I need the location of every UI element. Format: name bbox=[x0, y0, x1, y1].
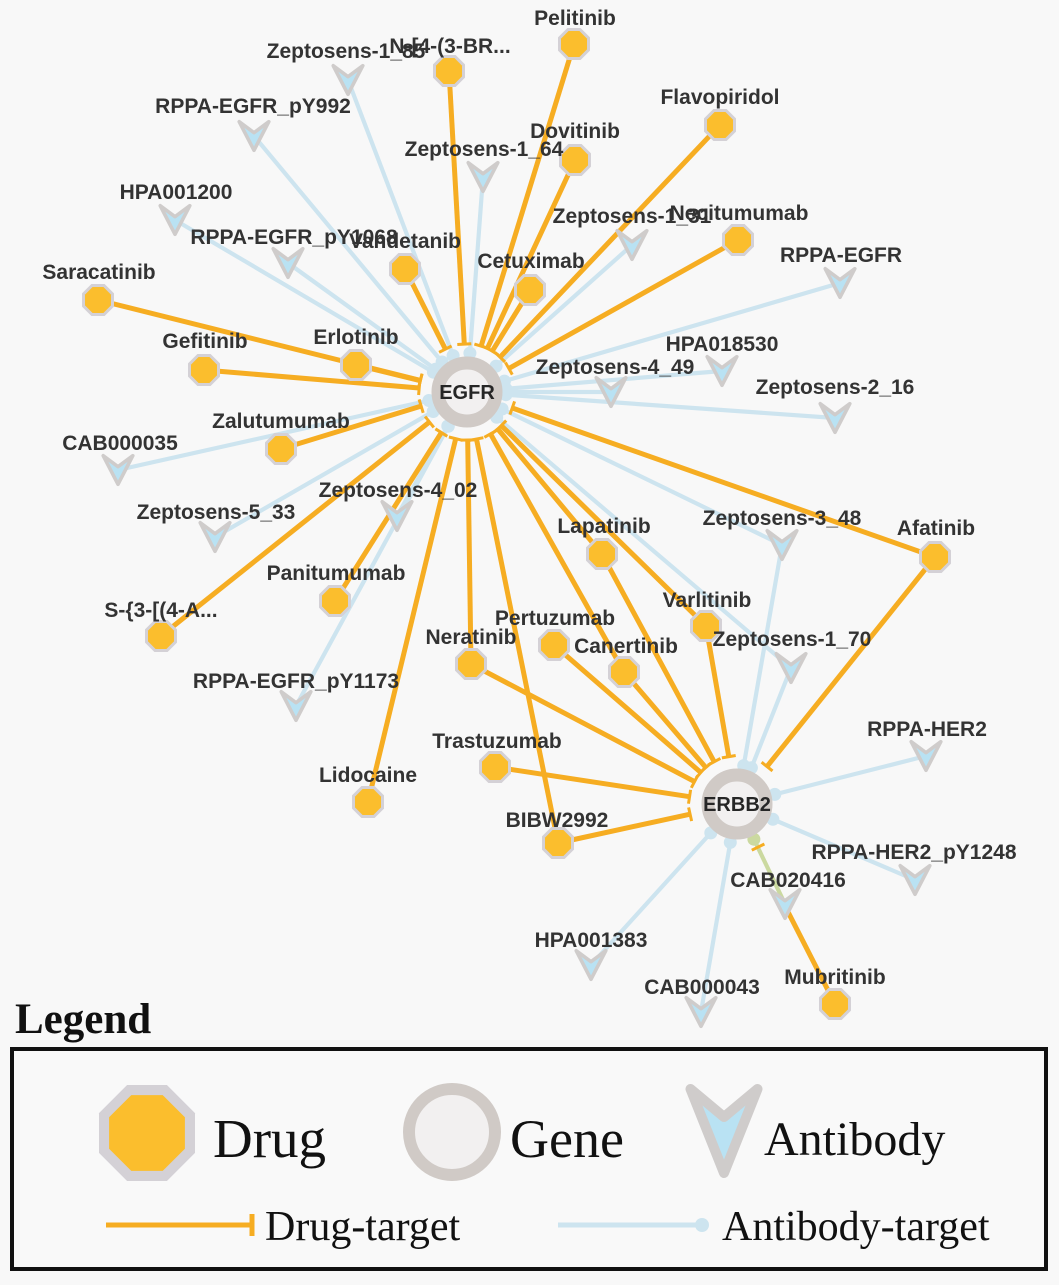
svg-text:Lidocaine: Lidocaine bbox=[319, 764, 417, 787]
svg-text:Canertinib: Canertinib bbox=[574, 635, 678, 658]
svg-text:Zeptosens-2_16: Zeptosens-2_16 bbox=[756, 376, 915, 399]
svg-text:Gene: Gene bbox=[510, 1109, 624, 1169]
svg-text:RPPA-EGFR_pY1173: RPPA-EGFR_pY1173 bbox=[193, 670, 399, 693]
svg-text:HPA018530: HPA018530 bbox=[666, 333, 779, 356]
svg-text:HPA001383: HPA001383 bbox=[535, 929, 648, 952]
svg-text:Saracatinib: Saracatinib bbox=[42, 261, 155, 284]
svg-text:EGFR: EGFR bbox=[439, 382, 495, 404]
svg-text:Mubritinib: Mubritinib bbox=[784, 966, 885, 989]
svg-text:Cetuximab: Cetuximab bbox=[477, 250, 584, 273]
svg-text:CAB000043: CAB000043 bbox=[644, 976, 760, 999]
svg-text:Zeptosens-3_48: Zeptosens-3_48 bbox=[703, 507, 862, 530]
svg-text:Zeptosens-5_33: Zeptosens-5_33 bbox=[137, 501, 296, 524]
svg-text:Varlitinib: Varlitinib bbox=[663, 589, 752, 612]
svg-text:Pelitinib: Pelitinib bbox=[534, 7, 616, 30]
svg-text:Drug: Drug bbox=[213, 1108, 326, 1169]
svg-text:Zeptosens-1_70: Zeptosens-1_70 bbox=[713, 628, 872, 651]
svg-text:ERBB2: ERBB2 bbox=[703, 794, 771, 816]
svg-text:RPPA-HER2: RPPA-HER2 bbox=[867, 718, 987, 741]
svg-text:Zeptosens-4_02: Zeptosens-4_02 bbox=[319, 479, 478, 502]
svg-text:RPPA-EGFR_pY992: RPPA-EGFR_pY992 bbox=[155, 95, 351, 118]
svg-text:Vandetanib: Vandetanib bbox=[349, 230, 461, 253]
svg-text:RPPA-HER2_pY1248: RPPA-HER2_pY1248 bbox=[811, 841, 1016, 864]
svg-text:Lapatinib: Lapatinib bbox=[557, 515, 650, 538]
svg-text:Flavopiridol: Flavopiridol bbox=[660, 86, 779, 109]
svg-text:Neratinib: Neratinib bbox=[425, 626, 516, 649]
svg-text:Necitumumab: Necitumumab bbox=[670, 202, 809, 225]
svg-text:Afatinib: Afatinib bbox=[897, 517, 975, 540]
svg-text:Erlotinib: Erlotinib bbox=[313, 326, 398, 349]
svg-text:Dovitinib: Dovitinib bbox=[530, 120, 620, 143]
svg-text:Drug-target: Drug-target bbox=[265, 1204, 460, 1250]
svg-text:Trastuzumab: Trastuzumab bbox=[432, 730, 562, 753]
svg-text:Legend: Legend bbox=[15, 996, 151, 1043]
svg-text:CAB000035: CAB000035 bbox=[62, 432, 178, 455]
svg-text:S-{3-[(4-A...: S-{3-[(4-A... bbox=[104, 599, 217, 622]
svg-text:Zalutumumab: Zalutumumab bbox=[212, 410, 350, 433]
svg-text:Gefitinib: Gefitinib bbox=[162, 330, 247, 353]
svg-text:HPA001200: HPA001200 bbox=[120, 181, 233, 204]
svg-text:CAB020416: CAB020416 bbox=[730, 869, 846, 892]
svg-text:Antibody-target: Antibody-target bbox=[722, 1204, 990, 1250]
svg-text:Antibody: Antibody bbox=[764, 1113, 945, 1166]
svg-text:RPPA-EGFR: RPPA-EGFR bbox=[780, 244, 902, 267]
svg-text:N-[4-(3-BR...: N-[4-(3-BR... bbox=[389, 35, 510, 58]
svg-text:Zeptosens-4_49: Zeptosens-4_49 bbox=[536, 356, 695, 379]
svg-text:Panitumumab: Panitumumab bbox=[267, 562, 406, 585]
svg-text:BIBW2992: BIBW2992 bbox=[506, 809, 609, 832]
